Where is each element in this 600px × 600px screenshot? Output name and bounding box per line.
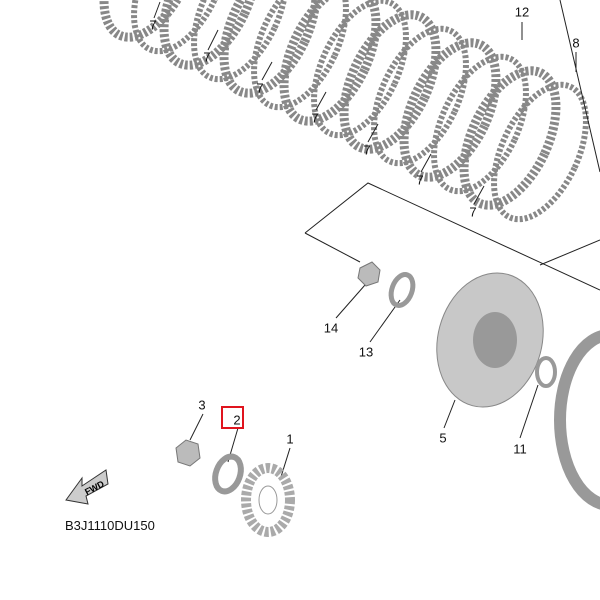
callout-13: 13 (358, 344, 374, 360)
clutch-boss-5 (436, 272, 544, 408)
callout-7: 7 (149, 17, 157, 33)
clutch-plate (491, 81, 589, 223)
callout-8: 8 (572, 35, 580, 51)
callout-3: 3 (198, 397, 206, 413)
callout-7: 7 (256, 80, 264, 96)
group-bracket (304, 182, 600, 291)
clutch-plate (219, 0, 321, 98)
fwd-arrow: FWD (65, 469, 109, 505)
lock-washer-13 (388, 272, 416, 308)
callout-7: 7 (416, 172, 424, 188)
clutch-housing (554, 330, 600, 510)
nut-14 (357, 261, 381, 287)
callout-2: 2 (233, 412, 241, 428)
clutch-plate (279, 0, 381, 126)
clutch-plate (311, 0, 409, 139)
clutch-plate (399, 38, 501, 182)
clutch-plate (431, 53, 529, 195)
clutch-plate (131, 0, 229, 55)
clutch-plates (99, 0, 589, 223)
clutch-plate (251, 0, 349, 111)
highlight-box (221, 406, 244, 429)
clutch-plate (459, 66, 561, 210)
callout-7: 7 (469, 204, 477, 220)
callout-12: 12 (514, 4, 530, 20)
washer-2 (212, 453, 244, 495)
nut-3 (175, 439, 201, 467)
callout-7: 7 (203, 49, 211, 65)
callout-1: 1 (286, 431, 294, 447)
diagram-code: B3J1110DU150 (65, 518, 155, 533)
clutch-plate (339, 10, 441, 154)
washer-11 (535, 356, 557, 388)
callout-7: 7 (363, 142, 371, 158)
callout-14: 14 (323, 320, 339, 336)
callout-5: 5 (439, 430, 447, 446)
clutch-plate (371, 25, 469, 167)
callout-7: 7 (311, 110, 319, 126)
callout-11: 11 (513, 441, 527, 457)
gear-1 (241, 463, 295, 537)
